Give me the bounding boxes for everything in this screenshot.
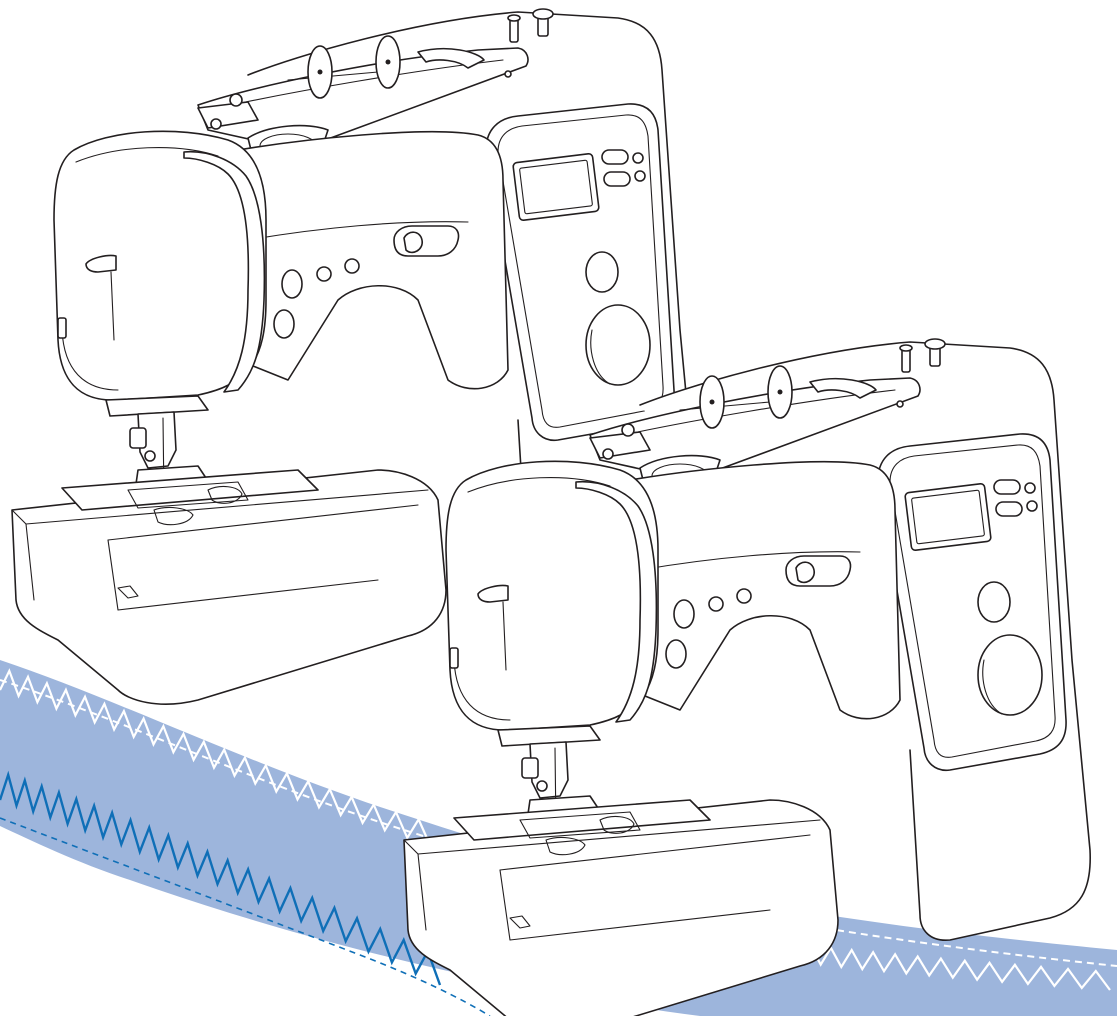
ribbon-stitch-dark bbox=[0, 770, 442, 986]
sewing-machine-front bbox=[403, 338, 1092, 1016]
ribbon-stitch-dash-dark bbox=[0, 817, 491, 1016]
ribbon-stitch-light bbox=[0, 679, 1117, 967]
